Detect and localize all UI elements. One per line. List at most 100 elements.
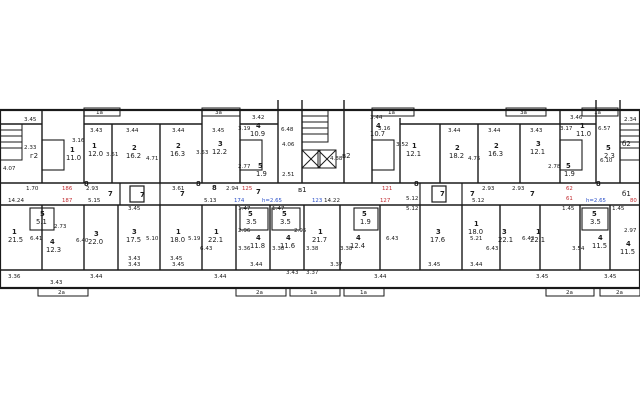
- room-area: 1.9: [256, 170, 267, 178]
- room-area: 11.5: [620, 248, 635, 256]
- room-area: 10.9: [250, 130, 265, 138]
- dim-label: 3.45: [536, 274, 549, 280]
- room-area: 12.2: [212, 148, 227, 156]
- dim-label: 3.38: [272, 246, 285, 252]
- section-label: в1: [298, 186, 307, 194]
- dim-label: 3.43: [128, 262, 141, 268]
- section-label: г2: [30, 152, 38, 160]
- dim-label: 3.16: [378, 126, 391, 132]
- dim-label: 5.12: [406, 206, 418, 212]
- room-number: 7: [530, 190, 535, 198]
- dim-label: 5.15: [88, 198, 101, 204]
- room-area: 22.1: [498, 236, 513, 244]
- dim-label: 3.44: [172, 128, 185, 134]
- room-area: 21.5: [8, 236, 23, 244]
- room-number: 7: [470, 190, 475, 198]
- room-area: 21.7: [312, 236, 327, 244]
- room-number: 3: [502, 228, 507, 236]
- dim-label: 3.45: [24, 117, 37, 123]
- dim-label: 2.51: [282, 172, 295, 178]
- dim-label: 3.37: [330, 262, 343, 268]
- room-number: 5: [40, 210, 45, 218]
- room-area: 16.3: [170, 150, 185, 158]
- room-number: 1: [92, 142, 97, 150]
- dim-label: 1.47: [272, 206, 285, 212]
- dim-label: 6.41: [30, 236, 43, 242]
- room-number: 1: [176, 228, 181, 236]
- room-area: 22.0: [88, 238, 103, 246]
- room-area: 18.0: [468, 228, 483, 236]
- dim-label: 1.70: [26, 186, 39, 192]
- dim-label: 5.12: [472, 198, 484, 204]
- room-area: 3.5: [246, 218, 257, 226]
- balcony-label: 2а: [256, 290, 263, 296]
- room-number: 3: [132, 228, 137, 236]
- dim-label: 6.43: [200, 246, 213, 252]
- dim-label: 3.44: [470, 262, 483, 268]
- room-area: 18.2: [449, 152, 464, 160]
- dim-label: 3.45: [212, 128, 225, 134]
- room-number: 5: [248, 210, 253, 218]
- dim-label: 3.61: [172, 186, 185, 192]
- dim-label: 3.42: [252, 115, 264, 121]
- room-number: 7: [140, 191, 145, 199]
- room-number: 2: [494, 142, 499, 150]
- balcony-label: 1а: [388, 110, 395, 116]
- section-label: б1: [622, 190, 631, 198]
- room-number: 1: [580, 122, 585, 130]
- room-area: 11.0: [576, 130, 591, 138]
- marker-label: 62: [566, 186, 573, 192]
- balcony-labels: 2а 2а 1а 1а 2а 2а: [58, 290, 623, 296]
- dim-label: 3.44: [90, 274, 103, 280]
- room-number: 5: [566, 162, 571, 170]
- dim-label: 3.44: [488, 128, 501, 134]
- dim-label: 3.38: [306, 246, 319, 252]
- dim-label: 2.34: [624, 117, 637, 123]
- dim-label: 3.45: [428, 262, 441, 268]
- dim-label: 2.33: [24, 145, 37, 151]
- room-area: 11.8: [250, 242, 265, 250]
- marker-label: 123: [312, 198, 322, 204]
- room-area: 17.5: [126, 236, 141, 244]
- dim-label: 2.96: [238, 228, 251, 234]
- dim-label: 5.10: [146, 236, 159, 242]
- room-area: 12.3: [46, 246, 61, 254]
- room-number: 8: [196, 180, 201, 188]
- room-number: 8: [212, 184, 217, 192]
- dim-label: 3.43: [530, 128, 543, 134]
- room-area: 18.0: [170, 236, 185, 244]
- room-area: 11.6: [280, 242, 295, 250]
- room-number: 4: [256, 234, 261, 242]
- room-number: 3: [536, 140, 541, 148]
- marker-label: 125: [242, 186, 252, 192]
- room-area: 3.5: [590, 218, 601, 226]
- room-number: 3: [436, 228, 441, 236]
- dim-label: 4.75: [468, 156, 481, 162]
- dim-label: 14.22: [324, 198, 340, 204]
- dim-label: 3.44: [214, 274, 227, 280]
- walls: [0, 100, 640, 297]
- room-number: 1: [318, 228, 323, 236]
- balcony-label: 2а: [566, 290, 573, 296]
- room-number: 5: [362, 210, 367, 218]
- corridor-labels: 1.70 7 186 2.93 3.61 8 2.94 125 5.12 121…: [8, 180, 637, 204]
- section-label: б2: [622, 140, 631, 148]
- room-number: 4: [598, 234, 603, 242]
- dim-label: 3.36: [8, 274, 21, 280]
- dim-label: 4.06: [282, 142, 295, 148]
- dim-label: 2.73: [54, 224, 67, 230]
- balcony-label: 1а: [594, 110, 601, 116]
- room-number: 8: [596, 180, 601, 188]
- dim-label: 3.36: [238, 246, 251, 252]
- room-area: 16.3: [488, 150, 503, 158]
- room-number: 4: [376, 122, 381, 130]
- room-number: 5: [258, 162, 263, 170]
- marker-label: 174: [234, 198, 245, 204]
- dim-label: 4.07: [3, 166, 16, 172]
- marker-label: 61: [566, 196, 573, 202]
- dim-label: 3.43: [128, 256, 141, 262]
- room-number: 4: [256, 122, 261, 130]
- room-number: 2: [176, 142, 181, 150]
- room-area: 12.1: [406, 150, 421, 158]
- room-number: 3: [94, 230, 99, 238]
